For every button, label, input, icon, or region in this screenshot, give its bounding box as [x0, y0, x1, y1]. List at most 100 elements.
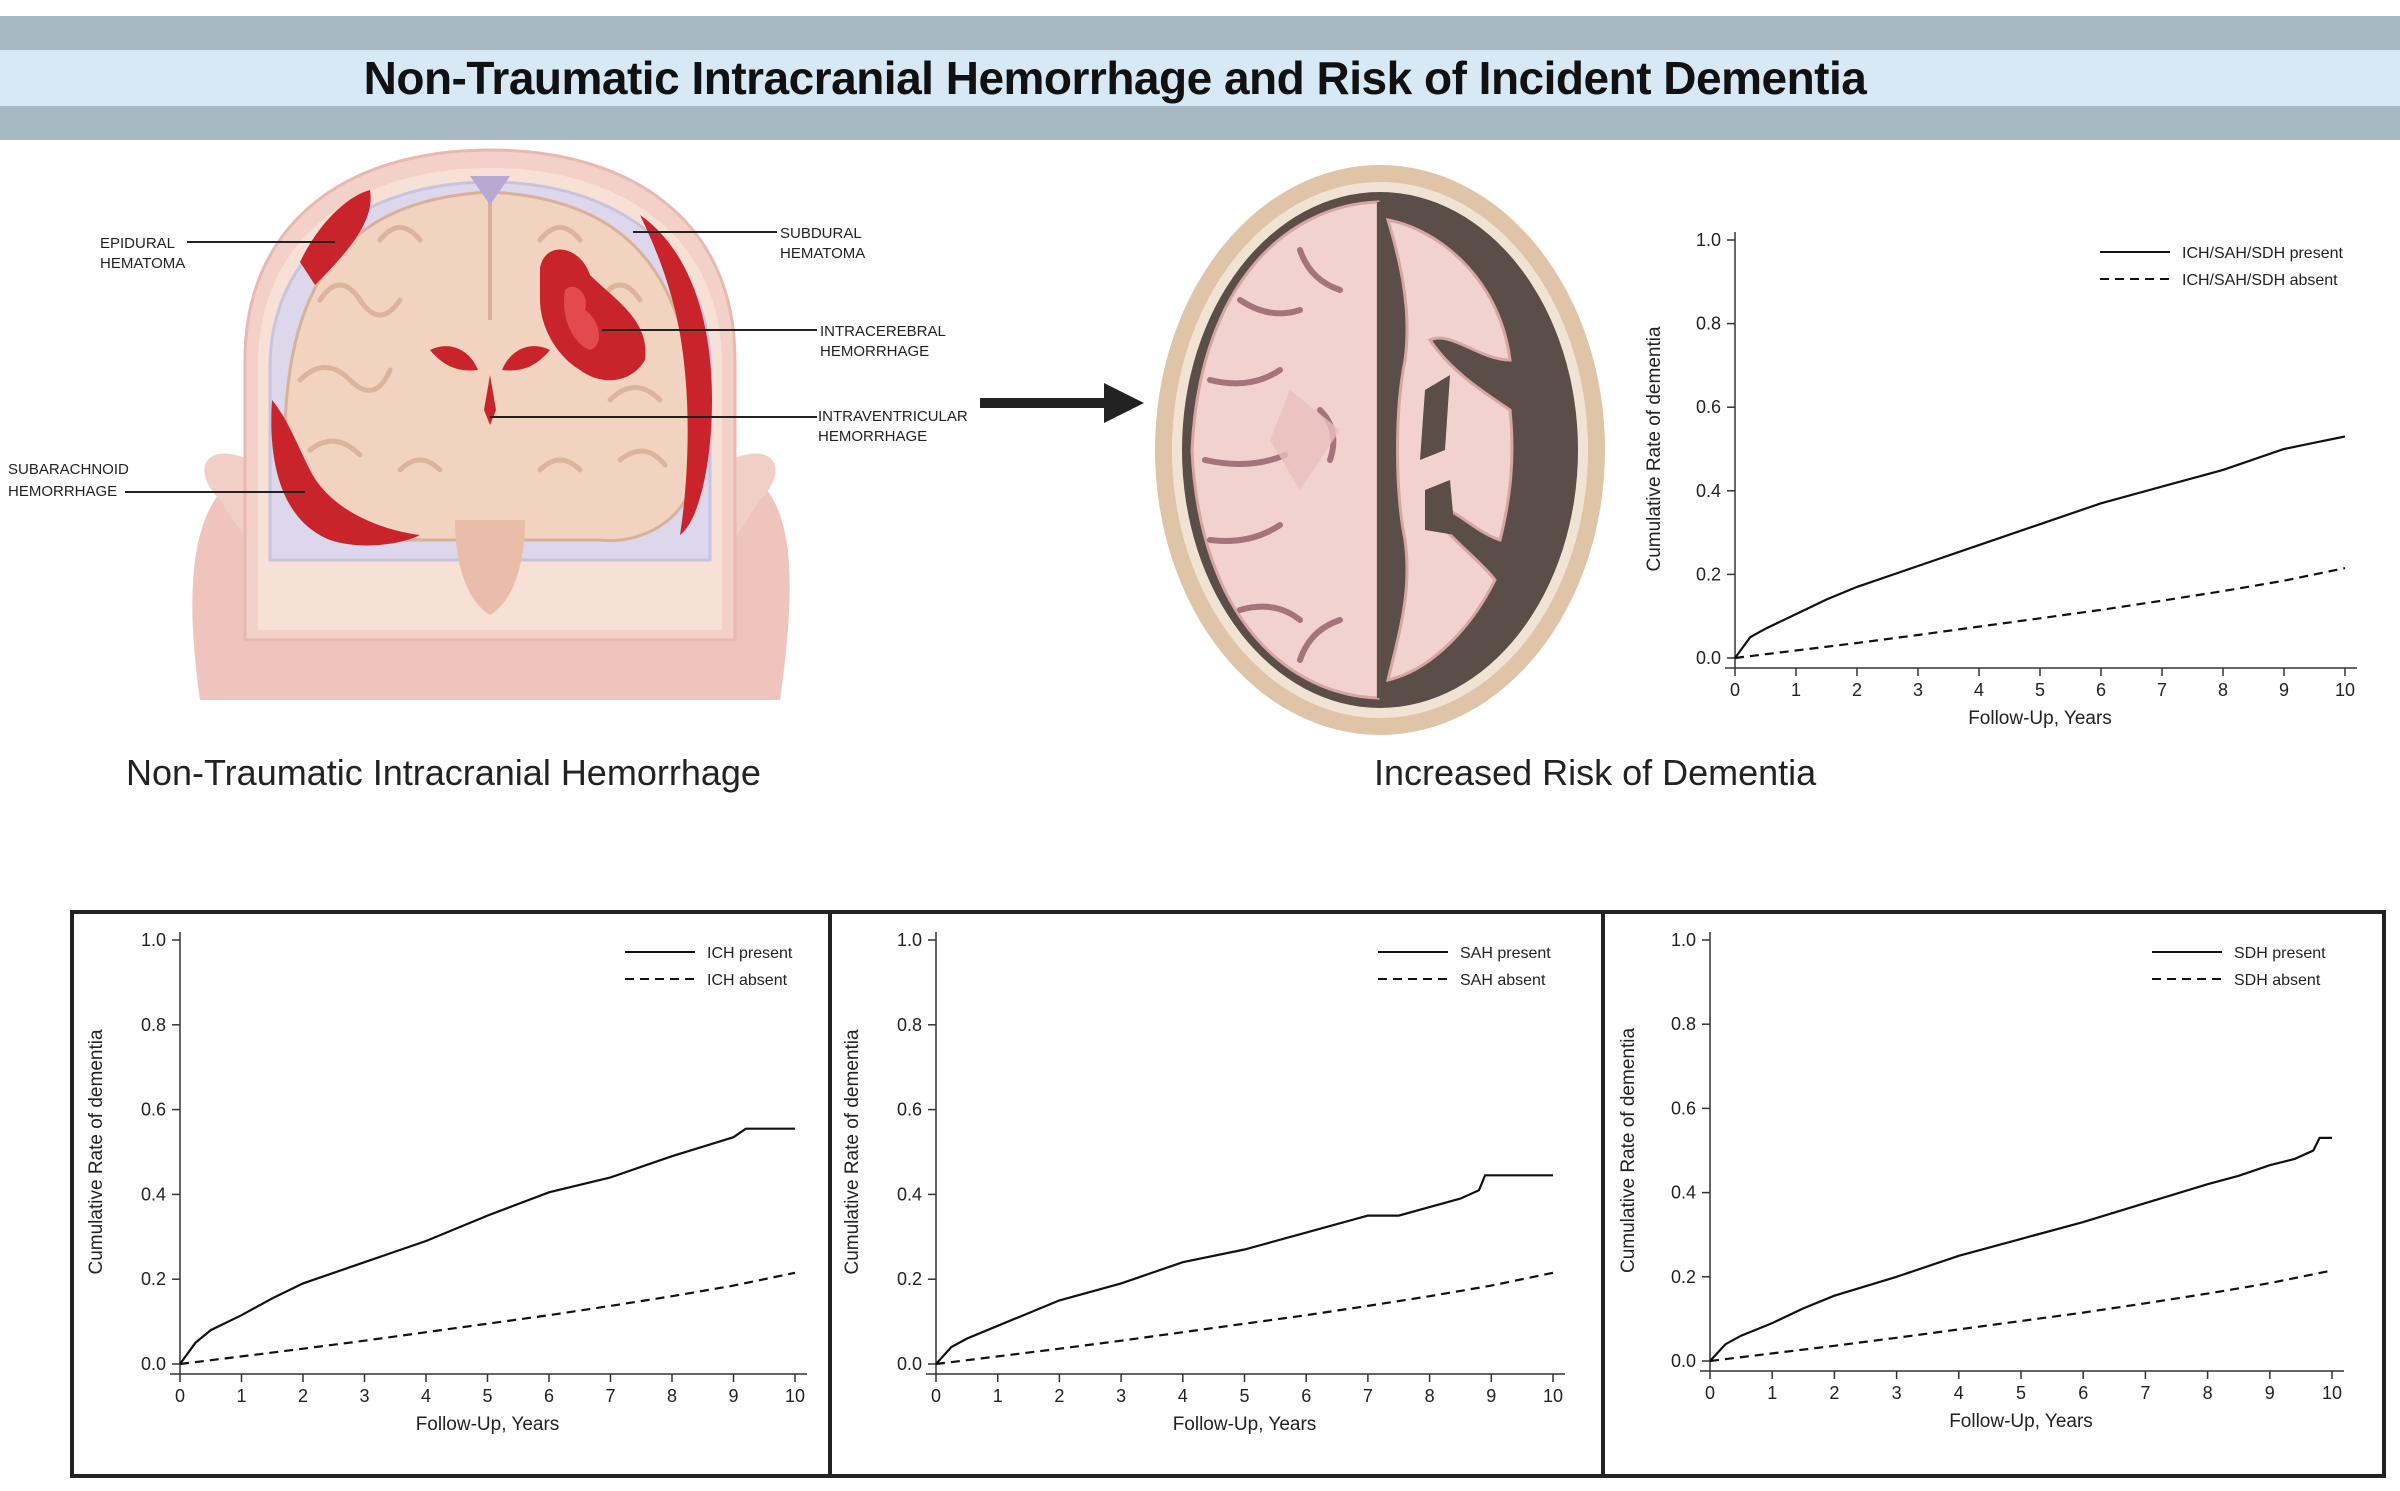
label-intracerebral-line2: HEMORRHAGE [820, 343, 929, 360]
label-intracerebral-line1: INTRACEREBRAL [820, 323, 946, 340]
x-tick-label: 7 [2157, 680, 2167, 700]
x-tick-label: 6 [544, 1386, 554, 1406]
label-subarachnoid-line2: HEMORRHAGE [8, 483, 117, 500]
label-intraventricular-line2: HEMORRHAGE [818, 428, 927, 445]
y-tick-label: 0.6 [1696, 397, 1721, 417]
x-tick-label: 6 [1301, 1386, 1311, 1406]
x-tick-label: 5 [2016, 1383, 2026, 1403]
page-title: Non-Traumatic Intracranial Hemorrhage an… [363, 52, 1867, 104]
y-tick-label: 0.4 [141, 1184, 166, 1204]
series-line-present [179, 1127, 795, 1365]
arrow-right-icon [1104, 383, 1144, 423]
y-tick-label: 0.6 [1671, 1098, 1696, 1118]
x-axis-label: Follow-Up, Years [416, 1414, 560, 1435]
label-intraventricular-line1: INTRAVENTRICULAR [818, 408, 968, 425]
y-tick-label: 0.8 [141, 1015, 166, 1035]
x-tick-label: 5 [1239, 1386, 1249, 1406]
x-tick-label: 2 [1054, 1386, 1064, 1406]
y-tick-label: 0.4 [897, 1184, 922, 1204]
series-line-absent [179, 1271, 796, 1366]
y-tick-label: 1.0 [1696, 230, 1721, 250]
x-tick-label: 0 [175, 1386, 185, 1406]
coronal-head-illustration: EPIDURAL HEMATOMA SUBDURAL HEMATOMA INTR… [8, 148, 968, 700]
series-line-absent [935, 1271, 1554, 1366]
series-line-present [1709, 1136, 2332, 1362]
y-tick-label: 0.0 [141, 1354, 166, 1374]
x-tick-label: 1 [1767, 1383, 1777, 1403]
y-tick-label: 1.0 [897, 930, 922, 950]
legend-entry: ICH/SAH/SDH present [2182, 245, 2343, 262]
y-tick-label: 0.8 [897, 1015, 922, 1035]
x-tick-label: 8 [1425, 1386, 1435, 1406]
y-tick-label: 0.6 [141, 1100, 166, 1120]
caption-dementia-risk: Increased Risk of Dementia [1374, 752, 1817, 793]
y-axis-label: Cumulative Rate of dementia [1644, 326, 1665, 571]
label-subdural-line1: SUBDURAL [780, 225, 862, 242]
y-axis-label: Cumulative Rate of dementia [842, 1029, 863, 1274]
subtype-charts-panel [70, 910, 2386, 1478]
x-tick-label: 1 [236, 1386, 246, 1406]
x-tick-label: 8 [2218, 680, 2228, 700]
x-tick-label: 0 [931, 1386, 941, 1406]
x-tick-label: 0 [1730, 680, 1740, 700]
y-tick-label: 0.2 [897, 1269, 922, 1289]
x-tick-label: 4 [1954, 1383, 1964, 1403]
x-tick-label: 9 [728, 1386, 738, 1406]
x-tick-label: 3 [1892, 1383, 1902, 1403]
banner-top-band [0, 16, 2400, 50]
y-axis-label: Cumulative Rate of dementia [1618, 1028, 1639, 1273]
legend-entry: SAH present [1460, 945, 1551, 962]
x-tick-label: 9 [1486, 1386, 1496, 1406]
x-tick-label: 5 [2035, 680, 2045, 700]
y-tick-label: 0.6 [897, 1100, 922, 1120]
x-tick-label: 3 [1116, 1386, 1126, 1406]
x-tick-label: 7 [605, 1386, 615, 1406]
y-tick-label: 0.8 [1671, 1014, 1696, 1034]
x-tick-label: 8 [2203, 1383, 2213, 1403]
x-axis-label: Follow-Up, Years [1949, 1411, 2093, 1432]
x-tick-label: 9 [2279, 680, 2289, 700]
legend-entry: SDH absent [2234, 972, 2321, 989]
y-tick-label: 1.0 [141, 930, 166, 950]
series-line-present [1734, 435, 2346, 659]
panel-divider-1 [828, 910, 832, 1478]
x-tick-label: 10 [1543, 1386, 1563, 1406]
legend-entry: ICH/SAH/SDH absent [2182, 272, 2338, 289]
y-tick-label: 0.4 [1671, 1183, 1696, 1203]
label-epidural-line2: HEMATOMA [100, 255, 185, 272]
y-tick-label: 0.8 [1696, 314, 1721, 334]
banner-bottom-band [0, 106, 2400, 140]
label-subarachnoid-line1: SUBARACHNOID [8, 461, 129, 478]
x-tick-label: 0 [1705, 1383, 1715, 1403]
x-tick-label: 7 [1363, 1386, 1373, 1406]
x-tick-label: 2 [1829, 1383, 1839, 1403]
x-tick-label: 4 [1974, 680, 1984, 700]
x-tick-label: 3 [359, 1386, 369, 1406]
x-tick-label: 1 [993, 1386, 1003, 1406]
x-tick-label: 3 [1913, 680, 1923, 700]
x-tick-label: 5 [482, 1386, 492, 1406]
label-epidural-line1: EPIDURAL [100, 235, 175, 252]
x-tick-label: 9 [2265, 1383, 2275, 1403]
x-axis-label: Follow-Up, Years [1968, 708, 2112, 729]
x-tick-label: 2 [298, 1386, 308, 1406]
series-line-absent [1709, 1269, 2333, 1363]
series-line-absent [1734, 567, 2346, 660]
x-tick-label: 1 [1791, 680, 1801, 700]
x-tick-label: 7 [2140, 1383, 2150, 1403]
x-tick-label: 6 [2078, 1383, 2088, 1403]
x-tick-label: 6 [2096, 680, 2106, 700]
legend-entry: SDH present [2234, 945, 2326, 962]
x-tick-label: 8 [667, 1386, 677, 1406]
x-tick-label: 2 [1852, 680, 1862, 700]
series-line-present [935, 1174, 1553, 1365]
y-axis-label: Cumulative Rate of dementia [86, 1029, 107, 1274]
axial-brain-illustration [1155, 165, 1605, 735]
x-tick-label: 10 [2335, 680, 2355, 700]
y-tick-label: 0.2 [1671, 1267, 1696, 1287]
x-axis-label: Follow-Up, Years [1173, 1414, 1317, 1435]
label-subdural-line2: HEMATOMA [780, 245, 865, 262]
